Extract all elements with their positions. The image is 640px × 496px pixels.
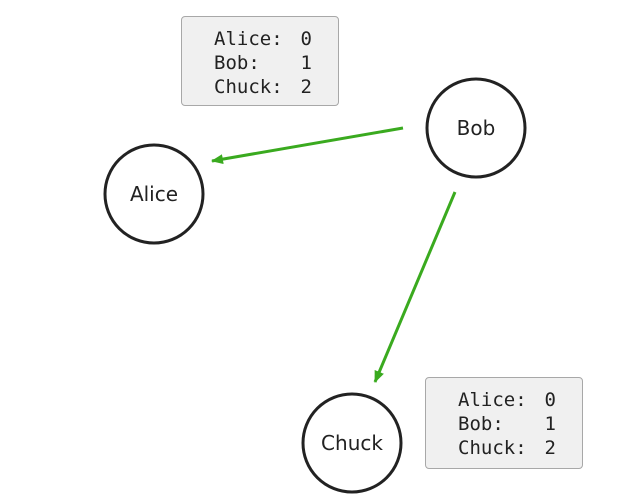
vector-clock-key: Alice:: [214, 28, 283, 50]
node-alice: Alice: [103, 143, 205, 245]
vector-clock-key: Alice:: [458, 389, 527, 411]
vector-clock-row-alice: Alice: 0: [458, 388, 582, 412]
vector-clock-chuck: Alice: 0 Bob: 1 Chuck: 2: [425, 377, 583, 469]
vector-clock-row-alice: Alice: 0: [214, 27, 338, 51]
vector-clock-row-bob: Bob: 1: [214, 51, 338, 75]
vector-clock-key: Bob:: [214, 52, 260, 74]
vector-clock-value: 0: [300, 28, 312, 50]
vector-clock-value: 0: [544, 389, 556, 411]
node-label: Alice: [130, 182, 178, 206]
vector-clock-key: Bob:: [458, 413, 504, 435]
node-circle: [103, 143, 205, 245]
vector-clock-key: Chuck:: [214, 76, 283, 98]
node-label: Bob: [457, 116, 496, 140]
edge-bob-to-alice: [211, 126, 404, 165]
node-chuck: Chuck: [301, 392, 403, 494]
vector-clock-row-chuck: Chuck: 2: [458, 436, 582, 460]
edge-bob-to-chuck: [373, 191, 457, 383]
vector-clock-value: 1: [300, 52, 312, 74]
vector-clock-row-bob: Bob: 1: [458, 412, 582, 436]
node-circle: [301, 392, 403, 494]
vector-clock-alice: Alice: 0 Bob: 1 Chuck: 2: [181, 16, 339, 106]
node-circle: [425, 77, 527, 179]
node-bob: Bob: [425, 77, 527, 179]
vector-clock-value: 2: [300, 76, 312, 98]
vector-clock-row-chuck: Chuck: 2: [214, 75, 338, 99]
vector-clock-key: Chuck:: [458, 437, 527, 459]
node-label: Chuck: [321, 431, 383, 455]
vector-clock-value: 1: [544, 413, 556, 435]
vector-clock-value: 2: [544, 437, 556, 459]
